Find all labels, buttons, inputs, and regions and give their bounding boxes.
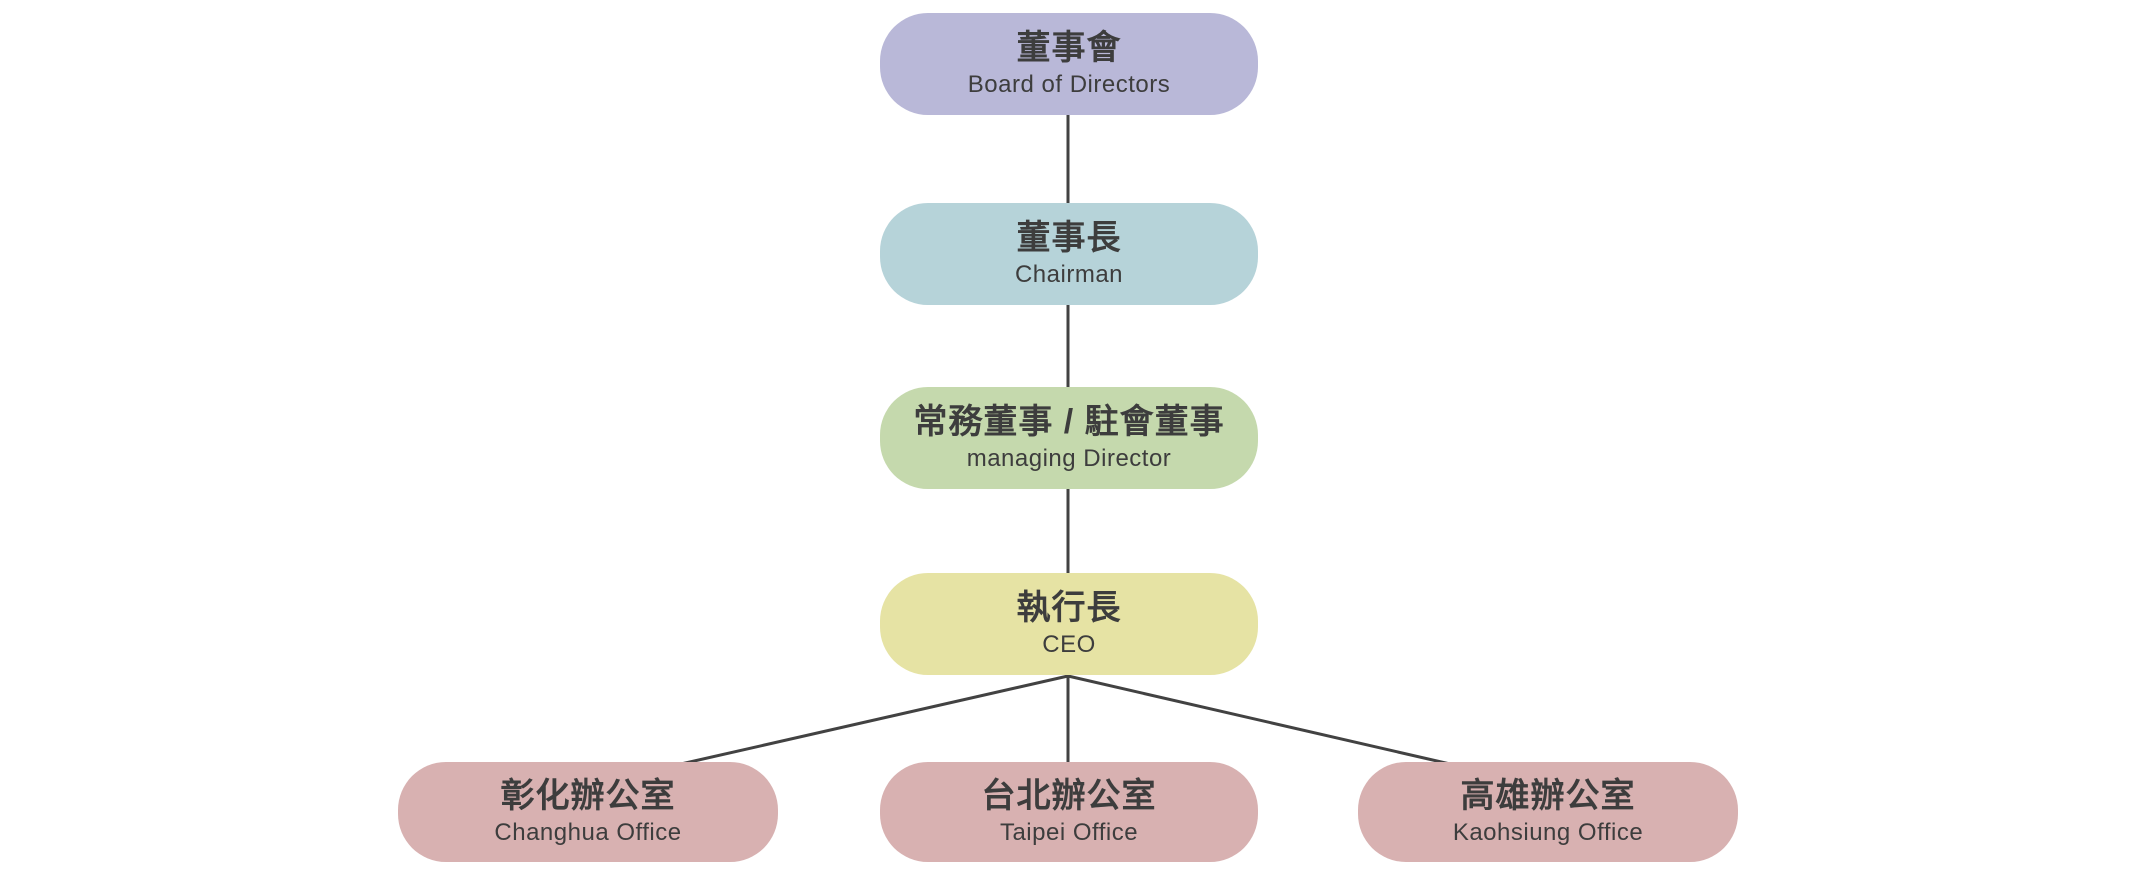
taipei-office-en-label: Taipei Office bbox=[999, 818, 1139, 846]
org-node-ceo: 執行長 CEO bbox=[880, 573, 1258, 675]
board-of-directors-en-label: Board of Directors bbox=[967, 70, 1171, 98]
managing-director-zh-label: 常務董事 / 駐會董事 bbox=[913, 402, 1225, 441]
chairman-zh-label: 董事長 bbox=[1016, 218, 1122, 257]
org-node-managing-director: 常務董事 / 駐會董事 managing Director bbox=[880, 387, 1258, 489]
managing-director-en-label: managing Director bbox=[966, 444, 1172, 472]
ceo-en-label: CEO bbox=[1042, 630, 1096, 658]
chairman-en-label: Chairman bbox=[1014, 260, 1124, 288]
org-node-changhua-office: 彰化辦公室 Changhua Office bbox=[398, 762, 778, 862]
board-of-directors-zh-label: 董事會 bbox=[1016, 28, 1122, 67]
org-node-chairman: 董事長 Chairman bbox=[880, 203, 1258, 305]
ceo-zh-label: 執行長 bbox=[1016, 588, 1122, 627]
connector-ceo-kaohsiung-office bbox=[1067, 674, 1451, 766]
taipei-office-zh-label: 台北辦公室 bbox=[981, 776, 1157, 815]
org-node-board-of-directors: 董事會 Board of Directors bbox=[880, 13, 1258, 115]
org-node-kaohsiung-office: 高雄辦公室 Kaohsiung Office bbox=[1358, 762, 1738, 862]
changhua-office-zh-label: 彰化辦公室 bbox=[500, 776, 676, 815]
changhua-office-en-label: Changhua Office bbox=[494, 818, 682, 846]
kaohsiung-office-zh-label: 高雄辦公室 bbox=[1460, 776, 1636, 815]
connector-ceo-changhua-office bbox=[680, 674, 1069, 766]
kaohsiung-office-en-label: Kaohsiung Office bbox=[1452, 818, 1644, 846]
org-node-taipei-office: 台北辦公室 Taipei Office bbox=[880, 762, 1258, 862]
